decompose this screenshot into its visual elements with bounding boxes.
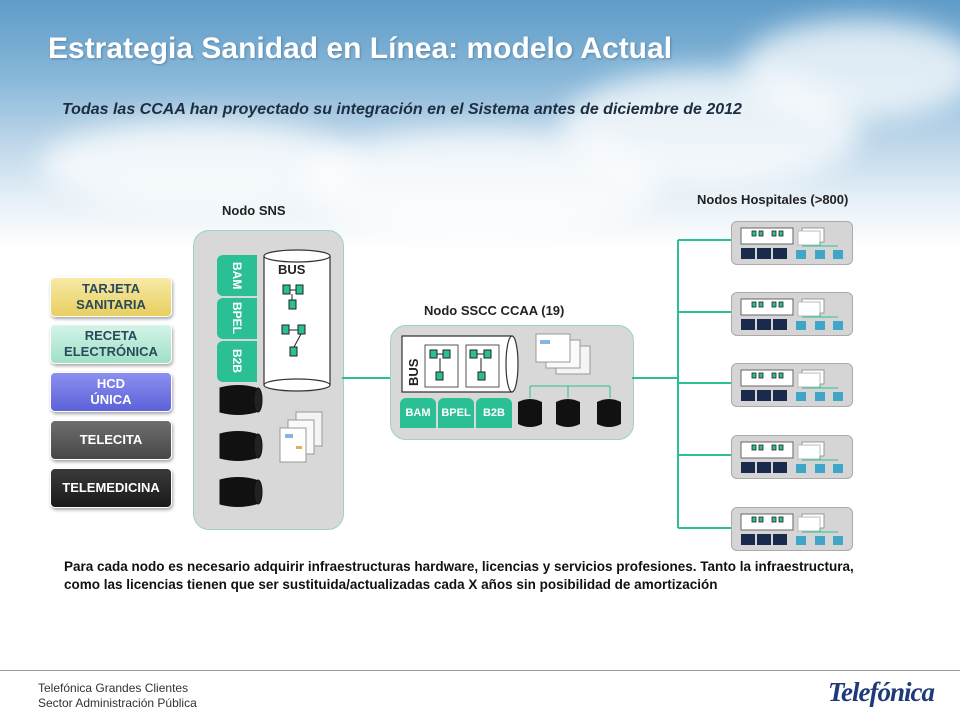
hospital-node-icon xyxy=(740,513,843,545)
hospital-node[interactable] xyxy=(731,435,853,479)
telefonica-logo: Telefónica xyxy=(828,677,935,707)
hospital-node-icon xyxy=(740,227,843,259)
body-text: Para cada nodo es necesario adquirir inf… xyxy=(64,559,854,593)
sns-databases xyxy=(219,385,263,507)
service-telemedicina[interactable]: TELEMEDICINA xyxy=(50,468,172,508)
ccaa-tab-bam[interactable]: BAM xyxy=(400,398,436,428)
hospital-node[interactable] xyxy=(731,363,853,407)
sns-tab-bpel[interactable]: BPEL xyxy=(217,298,257,339)
hospital-node[interactable] xyxy=(731,507,853,551)
sns-documents-icon xyxy=(279,411,323,463)
ccaa-process-icon xyxy=(424,344,500,388)
connector-lines xyxy=(342,239,731,529)
sns-tab-bam[interactable]: BAM xyxy=(217,255,257,296)
ccaa-databases xyxy=(518,385,621,427)
ccaa-tab-b2b[interactable]: B2B xyxy=(476,398,512,428)
hospital-node-icon xyxy=(740,369,843,401)
hospital-node-icon xyxy=(740,298,843,330)
page-title: Estrategia Sanidad en Línea: modelo Actu… xyxy=(48,32,673,65)
footer: Telefónica Grandes Clientes Sector Admin… xyxy=(38,681,197,711)
hospital-node[interactable] xyxy=(731,292,853,336)
footer-line-1: Telefónica Grandes Clientes xyxy=(38,681,189,695)
sns-process-icon xyxy=(281,284,306,357)
sns-bus-label: BUS xyxy=(278,262,306,277)
ccaa-bus-label: BUS xyxy=(406,358,421,386)
ccaa-tab-bpel[interactable]: BPEL xyxy=(438,398,474,428)
sky-background xyxy=(0,0,960,250)
footer-divider xyxy=(0,670,960,671)
service-telecita[interactable]: TELECITA xyxy=(50,420,172,460)
sns-bus-cylinder xyxy=(263,249,331,392)
hospital-node[interactable] xyxy=(731,221,853,265)
nodos-hospitales-label: Nodos Hospitales (>800) xyxy=(697,192,849,207)
nodo-ccaa-label: Nodo SSCC CCAA (19) xyxy=(424,303,565,318)
hospital-node-icon xyxy=(740,441,843,473)
footer-line-2: Sector Administración Pública xyxy=(38,696,197,710)
nodo-sns-label: Nodo SNS xyxy=(222,203,286,218)
sns-tab-b2b[interactable]: B2B xyxy=(217,341,257,382)
page-subtitle: Todas las CCAA han proyectado su integra… xyxy=(62,101,742,118)
ccaa-documents-icon xyxy=(535,333,591,375)
